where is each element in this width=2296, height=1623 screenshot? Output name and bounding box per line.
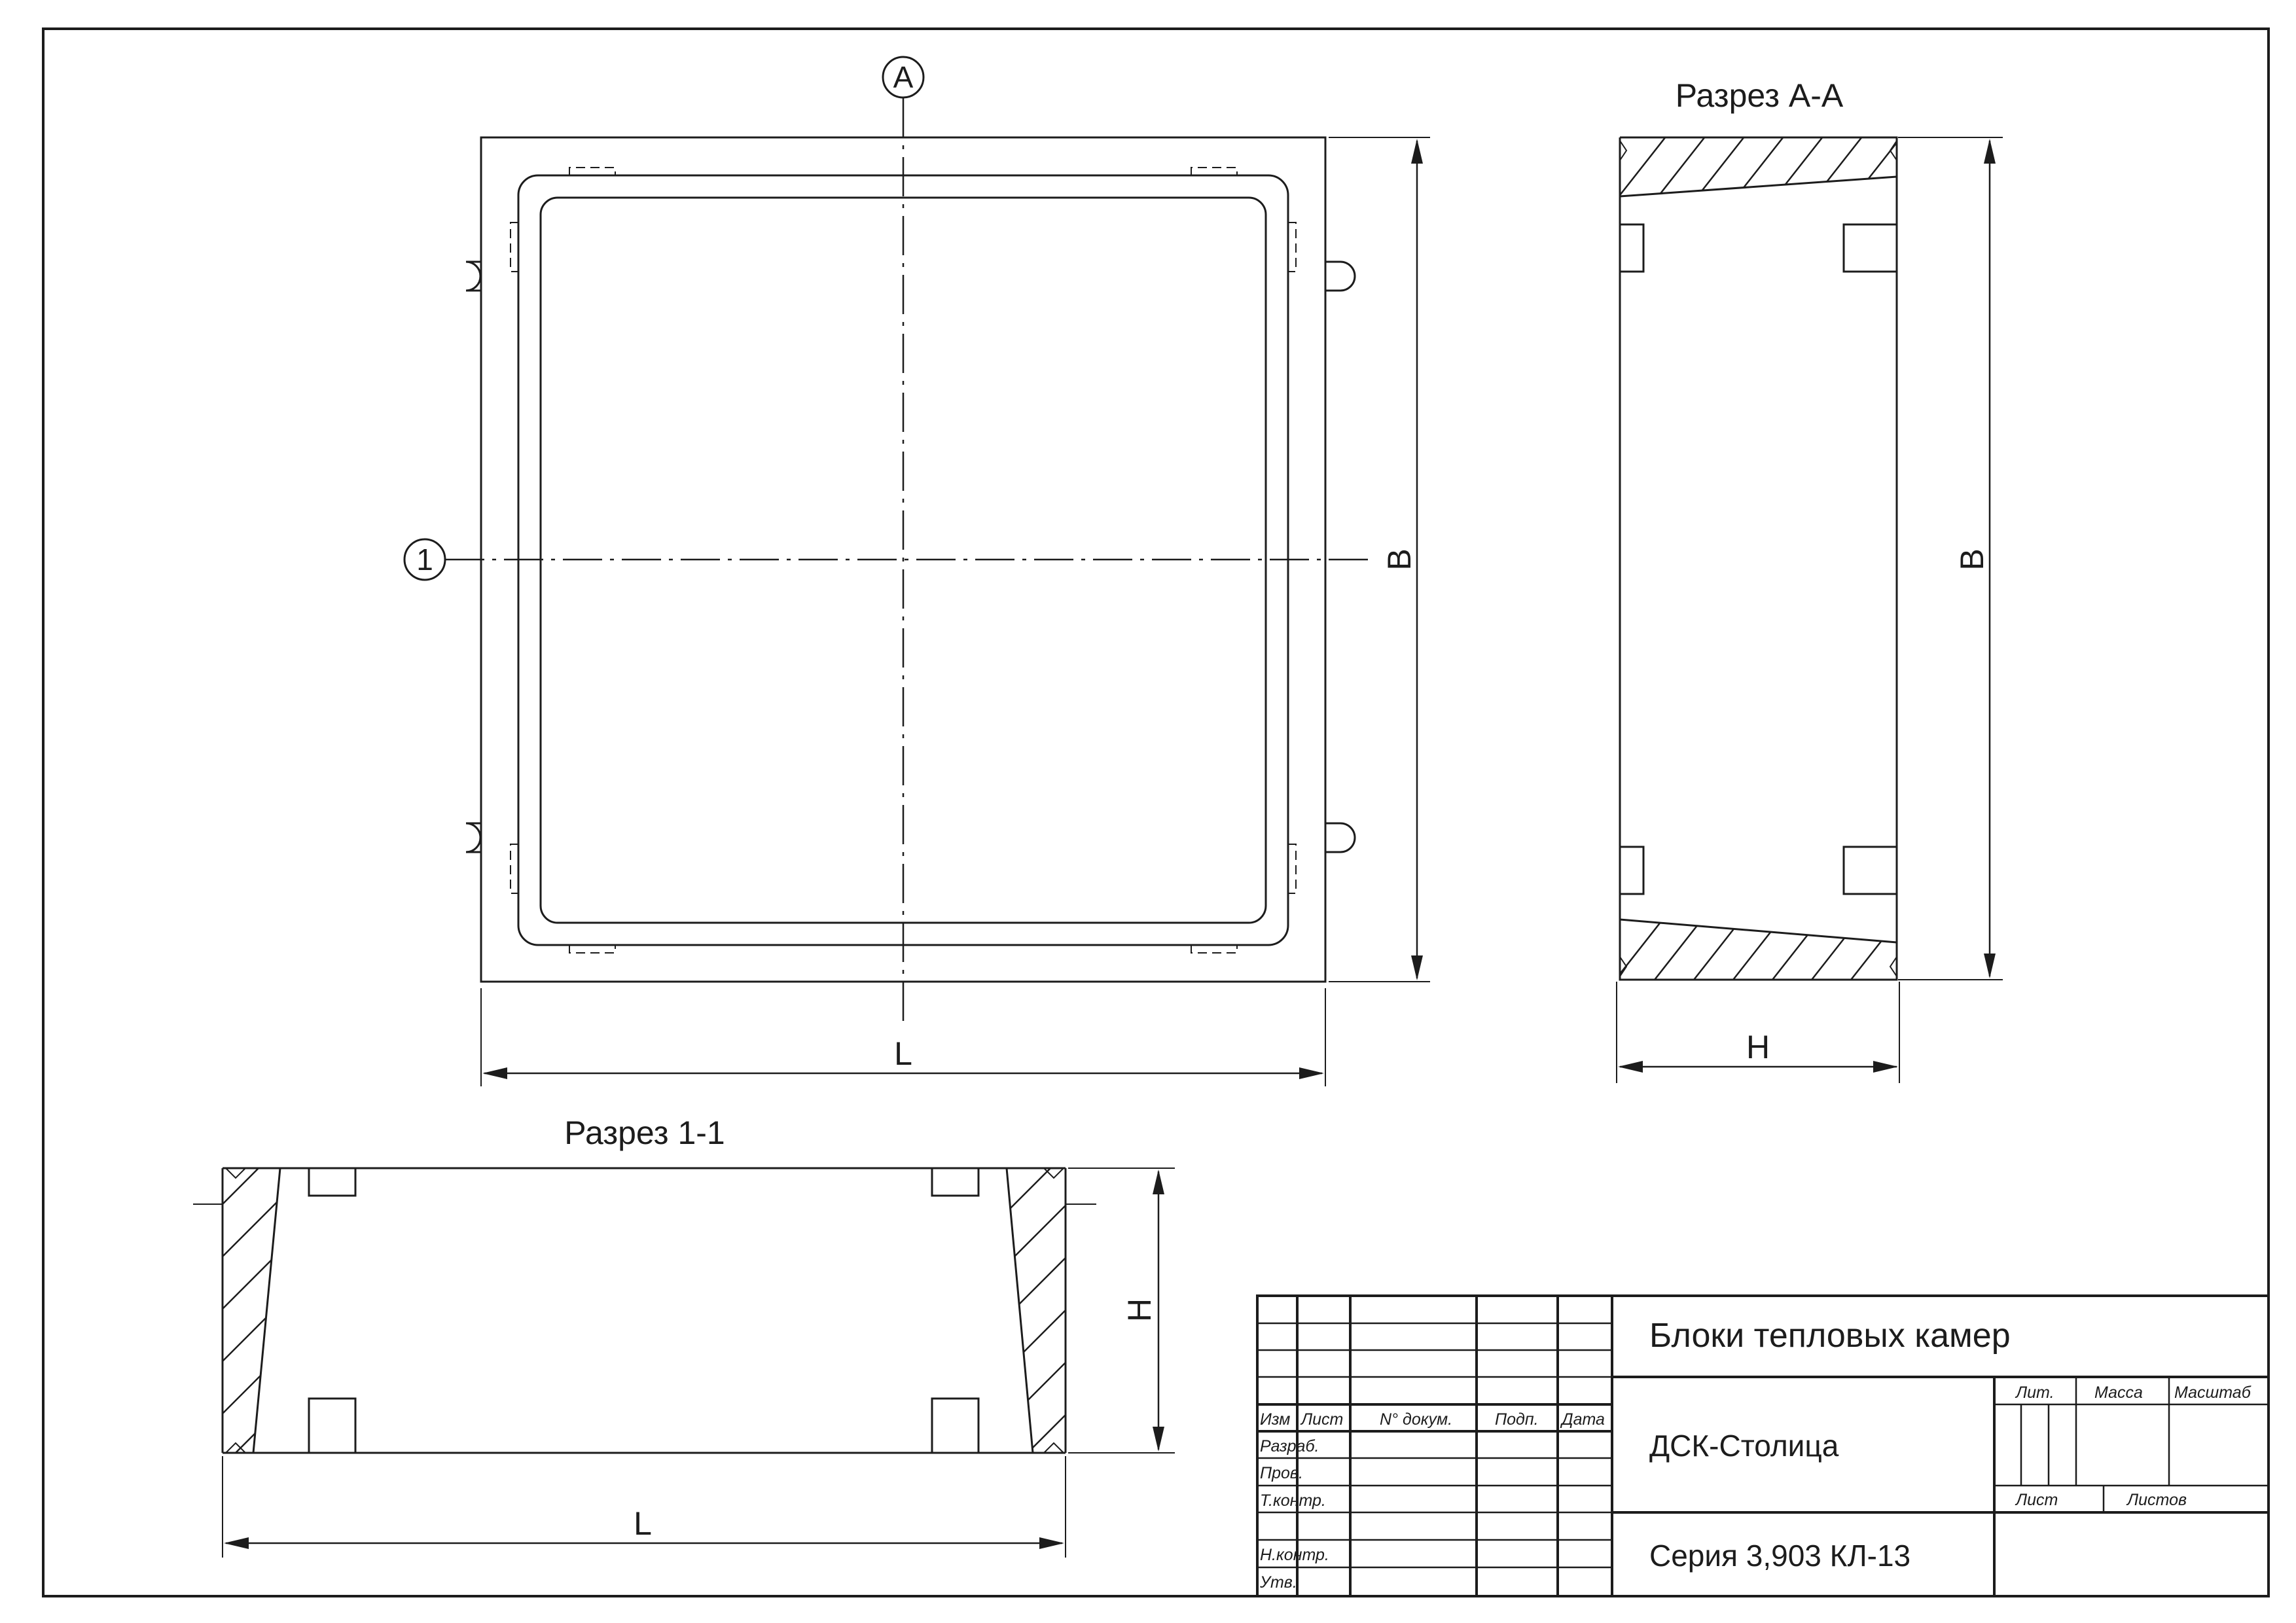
section-aa-bottom-hatch (1620, 919, 1897, 980)
section-11-h-label: H (1121, 1298, 1158, 1322)
col-date: Дата (1560, 1410, 1605, 1429)
stage-sheet: Лист (2015, 1491, 2058, 1509)
section-aa-recess (1619, 223, 1645, 273)
section-aa-top-hatch (1620, 137, 1897, 196)
section-aa-title: Разрез А-А (1676, 77, 1844, 114)
hidden-recesses (510, 167, 1297, 954)
section-aa-recess (1619, 846, 1645, 895)
stage-lit: Лит. (2015, 1383, 2054, 1402)
section-11-l-label: L (634, 1505, 652, 1542)
section-aa-dimension-b: B (1898, 137, 2003, 980)
plan-b-label: B (1381, 548, 1418, 570)
section-11-recess (308, 1397, 357, 1454)
plan-view: А 1 B L (403, 56, 1430, 1086)
plan-l-label: L (894, 1035, 912, 1072)
row-developed: Разраб. (1260, 1437, 1319, 1455)
drawing-name: Блоки тепловых камер (1649, 1317, 2011, 1355)
title-block: Блоки тепловых камер ДСК-Столица Серия 3… (1256, 1294, 2270, 1597)
row-norm-control: Н.контр. (1260, 1546, 1329, 1564)
col-sign: Подп. (1495, 1410, 1539, 1429)
row-checked: Пров. (1260, 1464, 1303, 1482)
stage-mass: Масса (2094, 1383, 2143, 1402)
row-approved: Утв. (1259, 1573, 1297, 1592)
series-label: Серия 3,903 КЛ-13 (1649, 1539, 1910, 1573)
section-aa-b-label: B (1954, 548, 1990, 570)
axis-1-label: 1 (416, 543, 433, 577)
col-izm: Изм (1260, 1410, 1290, 1429)
col-doc-no: N° докум. (1380, 1410, 1452, 1429)
section-11-recess (308, 1167, 357, 1197)
section-aa-recess (1842, 223, 1898, 273)
axis-a-label: А (893, 60, 914, 94)
plan-dimension-b: B (1329, 137, 1430, 982)
section-11-recess (931, 1397, 980, 1454)
row-tech-control: Т.контр. (1260, 1491, 1326, 1510)
section-aa-h-label: H (1746, 1029, 1770, 1065)
section-11-dimension-h: H (1068, 1168, 1175, 1454)
section-11-view: Разрез 1-1 (193, 1115, 1175, 1558)
axis-marker-a: А (882, 56, 925, 99)
section-aa-dimension-h: H (1616, 982, 1900, 1083)
sheet-frame (42, 27, 2270, 1597)
lifting-loops (465, 260, 1356, 853)
section-11-right-hatch (1007, 1168, 1066, 1453)
stage-scale: Масштаб (2174, 1383, 2251, 1402)
stage-sheets: Листов (2126, 1491, 2187, 1509)
section-11-title: Разрез 1-1 (564, 1115, 725, 1151)
section-aa-outline (1619, 136, 1898, 981)
organization-name: ДСК-Столица (1649, 1429, 1839, 1463)
axis-marker-1: 1 (403, 538, 446, 581)
section-11-recess (931, 1167, 980, 1197)
col-list: Лист (1300, 1410, 1343, 1429)
plan-dimension-l: L (480, 988, 1326, 1086)
section-11-dimension-l: L (222, 1456, 1066, 1558)
section-aa-view: Разрез А-А (1616, 77, 2003, 1083)
section-aa-recess (1842, 846, 1898, 895)
